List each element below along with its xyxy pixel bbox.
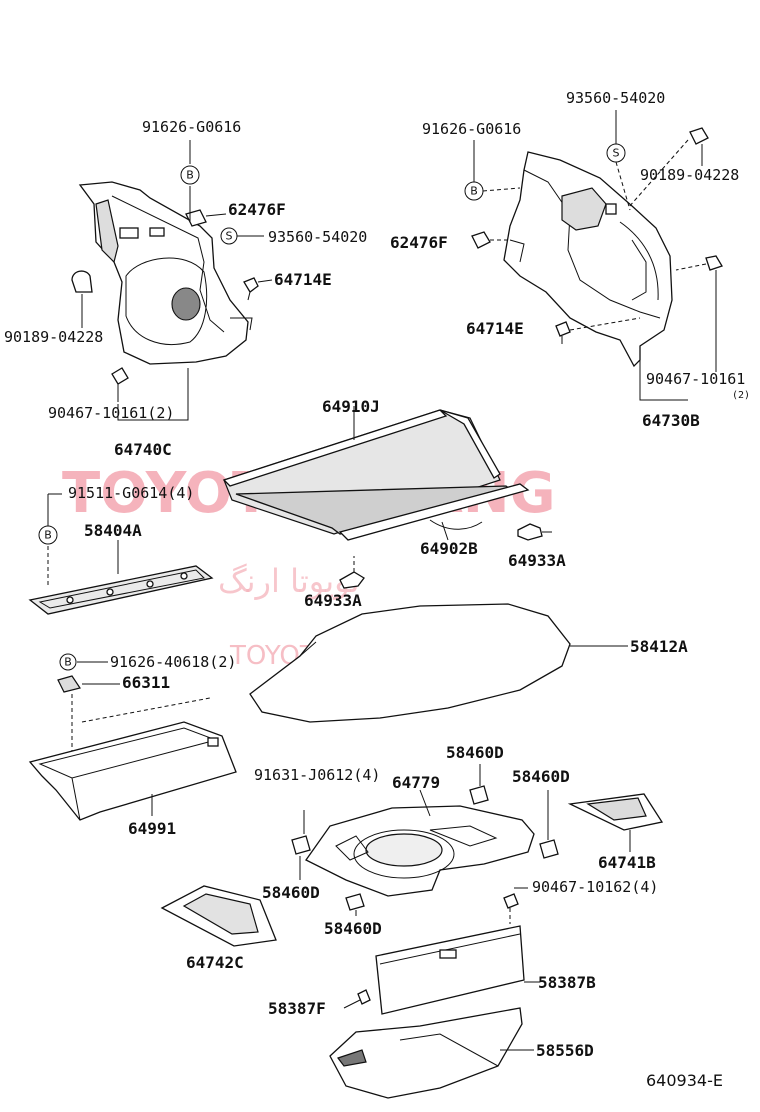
part-66311-cover[interactable] [57, 675, 81, 693]
part-64902b-cover-bar[interactable] [338, 483, 530, 541]
screw-symbol-left: S [226, 230, 233, 243]
label-93560-54020-right: 93560-54020 [566, 89, 665, 107]
label-58460d-bottom: 58460D [324, 919, 382, 938]
part-90467-10161-right[interactable] [705, 255, 723, 271]
part-64730b-right-quarter-trim[interactable] [503, 151, 673, 368]
label-90189-04228-left: 90189-04228 [4, 328, 103, 346]
part-90189-04228-left[interactable] [71, 270, 93, 293]
part-64714e-left[interactable] [243, 277, 259, 293]
part-64741b-cover[interactable] [567, 793, 664, 831]
label-64933a-center: 64933A [304, 591, 362, 610]
label-64740c: 64740C [114, 440, 172, 459]
left-fasteners: B S [71, 140, 273, 421]
part-64933a-right[interactable] [517, 523, 552, 541]
label-91626-40618: 91626-40618(2) [110, 653, 236, 671]
label-62476f-right: 62476F [390, 233, 448, 252]
label-58460d-left: 58460D [262, 883, 320, 902]
label-64741b: 64741B [598, 853, 656, 872]
part-58556d-tray[interactable] [329, 1007, 523, 1099]
part-62476f-right[interactable] [471, 231, 491, 249]
part-90467-10162[interactable] [503, 893, 519, 909]
bolt-symbol-58404a: B [44, 529, 52, 542]
part-58460d-right[interactable] [539, 839, 559, 859]
part-64991-storage-box[interactable] [28, 721, 237, 821]
label-58404a: 58404A [84, 521, 142, 540]
label-58460d-right: 58460D [512, 767, 570, 786]
label-58387f: 58387F [268, 999, 326, 1018]
part-64714e-right[interactable] [555, 321, 571, 337]
watermark-persian: تویوتا ارنگ [218, 562, 360, 600]
label-64779: 64779 [392, 773, 440, 792]
screw-symbol-right: S [613, 147, 620, 160]
label-64742c: 64742C [186, 953, 244, 972]
label-58387b: 58387B [538, 973, 596, 992]
label-91631-j0612: 91631-J0612(4) [254, 766, 380, 784]
label-90467-10161-left: 90467-10161(2) [48, 404, 174, 422]
part-64742c-cover[interactable] [160, 885, 277, 947]
label-58460d-top: 58460D [446, 743, 504, 762]
label-qty-2-right: (2) [732, 390, 750, 401]
label-91626-g0616-left: 91626-G0616 [142, 118, 241, 136]
part-64779-spare-wheel-tray[interactable] [305, 805, 535, 897]
part-58460d-left[interactable] [291, 835, 311, 855]
part-90189-04228-right[interactable] [689, 127, 709, 145]
part-58460d-bottom[interactable] [345, 893, 365, 911]
label-91511-g0614: 91511-G0614(4) [68, 484, 194, 502]
label-91626-g0616-right: 91626-G0616 [422, 120, 521, 138]
label-64910j: 64910J [322, 397, 380, 416]
part-64910j-tonneau-cover[interactable] [222, 406, 516, 535]
bolt-symbol-66311: B [64, 656, 72, 669]
part-58387b-rear-panel[interactable] [375, 925, 525, 1015]
part-58460d-top[interactable] [469, 785, 489, 805]
right-fasteners: S B [464, 110, 723, 401]
label-90189-04228-right: 90189-04228 [640, 166, 739, 184]
label-62476f-left: 62476F [228, 200, 286, 219]
bolt-symbol-right: B [470, 185, 478, 198]
label-66311: 66311 [122, 673, 170, 692]
bolt-symbol-left: B [186, 169, 194, 182]
label-90467-10162: 90467-10162(4) [532, 878, 658, 896]
label-64714e-right: 64714E [466, 319, 524, 338]
label-64902b: 64902B [420, 539, 478, 558]
part-64933a-center[interactable] [339, 556, 365, 589]
part-90467-10161-left[interactable] [111, 367, 129, 385]
part-58404a-retainer[interactable] [28, 565, 214, 615]
label-90467-10161-right: 90467-10161 [646, 370, 745, 388]
part-58412a-luggage-mat[interactable] [249, 603, 571, 723]
label-93560-54020-left: 93560-54020 [268, 228, 367, 246]
label-64991: 64991 [128, 819, 176, 838]
label-58412a: 58412A [630, 637, 688, 656]
part-64740c-left-quarter-trim[interactable] [78, 181, 253, 365]
label-64933a-right: 64933A [508, 551, 566, 570]
diagram-code: 640934-E [646, 1071, 723, 1090]
label-64730b: 64730B [642, 411, 700, 430]
part-58387f-clip[interactable] [357, 989, 371, 1005]
label-58556d: 58556D [536, 1041, 594, 1060]
label-64714e-left: 64714E [274, 270, 332, 289]
